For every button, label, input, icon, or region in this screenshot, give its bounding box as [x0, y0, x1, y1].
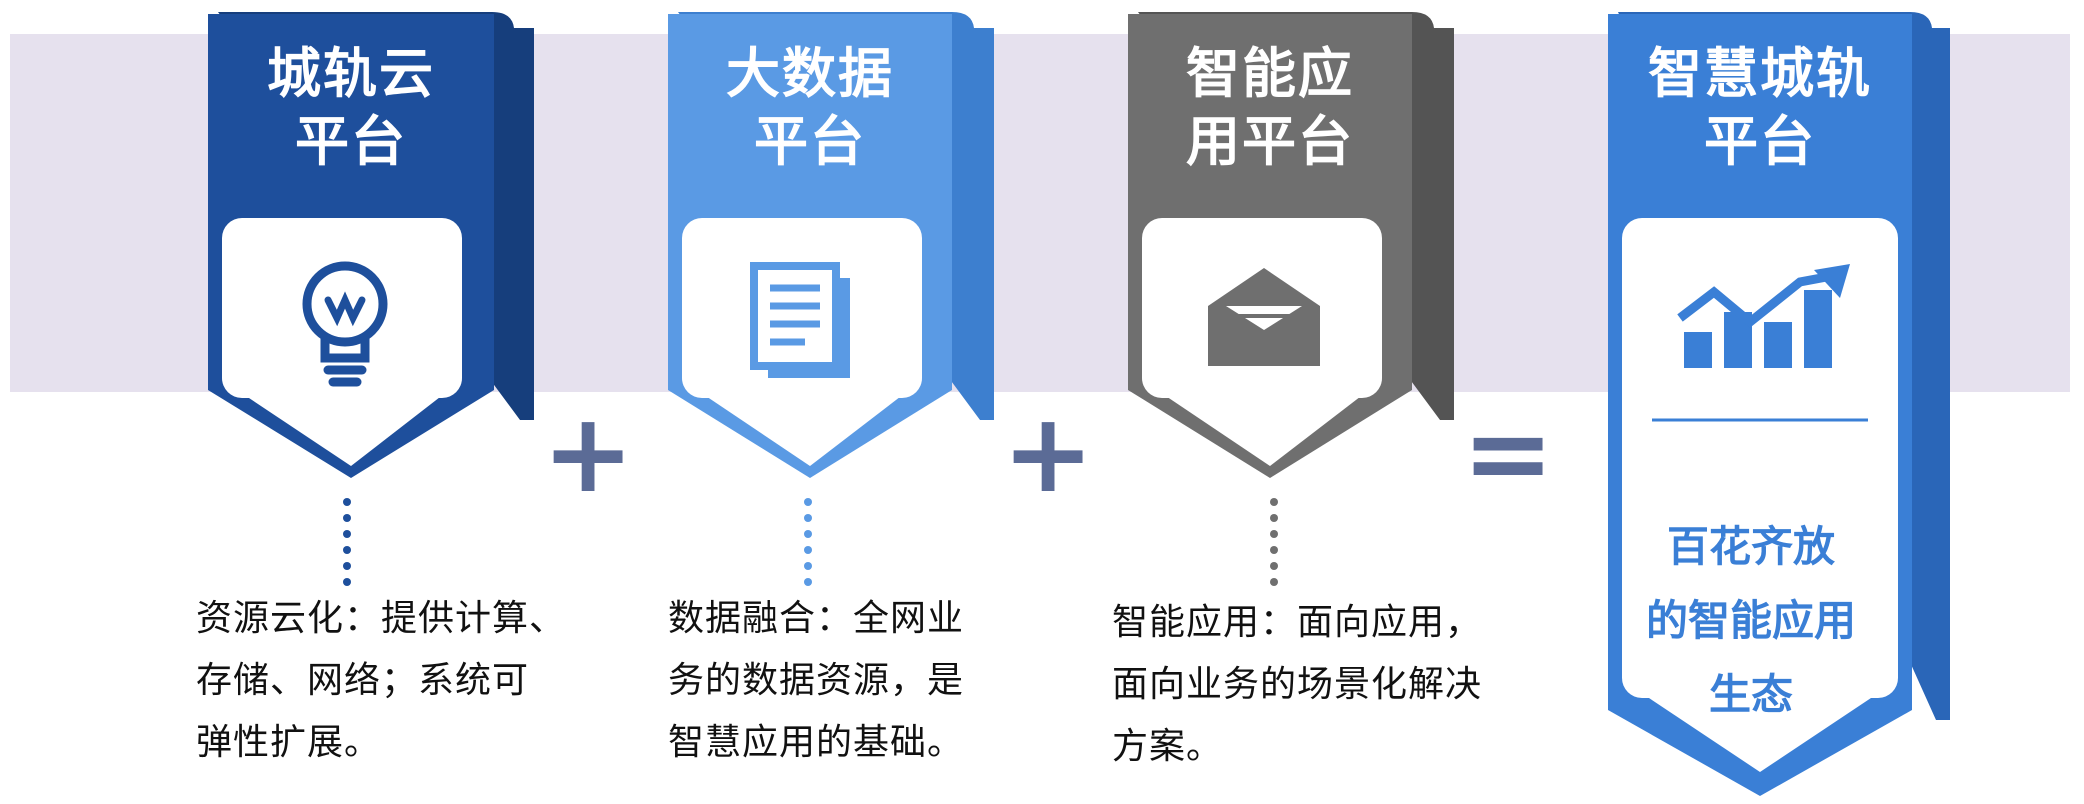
title-bigdata-platform: 大数据 平台: [726, 42, 894, 173]
plus-operator-2: +: [1002, 389, 1095, 517]
dotted-connector: [343, 498, 351, 586]
card-app-platform: [1128, 12, 1454, 586]
lightbulb-icon: [302, 261, 388, 387]
envelope-icon: [1208, 268, 1320, 366]
desc-cloud-platform: 资源云化：提供计算、 存储、网络；系统可 弹性扩展。: [196, 598, 567, 763]
title-cloud-platform: 城轨云 平台: [267, 42, 435, 173]
title-smart-platform: 智慧城轨 平台: [1648, 42, 1872, 173]
equals-operator: =: [1462, 389, 1555, 517]
dotted-connector: [804, 498, 812, 586]
title-app-platform: 智能应 用平台: [1186, 42, 1354, 173]
dotted-connector: [1270, 498, 1278, 586]
plus-operator-1: +: [542, 389, 635, 517]
result-text: 百花齐放 的智能应用 生态: [1645, 522, 1856, 719]
card-bigdata-platform: [668, 12, 994, 586]
desc-app-platform: 智能应用：面向应用， 面向业务的场景化解决 方案。: [1112, 602, 1483, 767]
document-icon: [750, 262, 850, 378]
desc-bigdata-platform: 数据融合：全网业 务的数据资源，是 智慧应用的基础。: [668, 598, 965, 763]
card-cloud-platform: [208, 12, 534, 586]
card-smart-platform: [1608, 12, 1950, 796]
growth-chart-icon: [1677, 264, 1850, 368]
